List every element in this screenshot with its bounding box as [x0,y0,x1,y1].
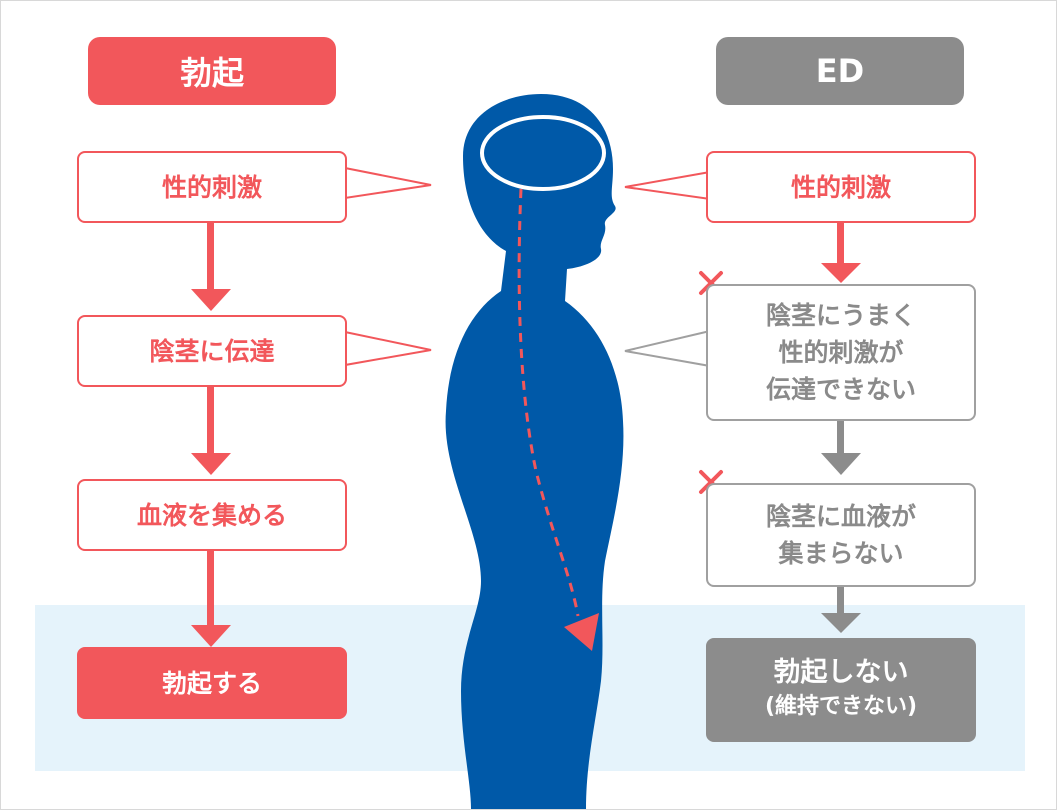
right-step-no-blood: 陰茎に血液が 集まらない [706,483,976,587]
left-result: 勃起する [77,647,347,719]
ed-header: ED [716,37,964,105]
left-step-blood: 血液を集める [77,479,347,551]
left-step-transmission: 陰茎に伝達 [77,315,347,387]
right-tail-1 [624,170,711,201]
right-result: 勃起しない (維持できない) [706,638,976,742]
nerve-path [517,188,580,617]
right-result-main: 勃起しない [773,657,909,688]
brain-outline [480,115,606,191]
erection-header: 勃起 [88,37,336,105]
right-step-no-transmission: 陰茎にうまく 性的刺激が 伝達できない [706,284,976,421]
left-tail-1 [344,166,432,200]
left-tail-2 [344,330,432,367]
right-tail-2 [624,329,711,368]
left-arrows [191,223,231,647]
right-result-sub: (維持できない) [764,694,918,719]
nerve-path-arrow [564,613,599,651]
left-step-stimulus: 性的刺激 [77,151,347,223]
human-silhouette [445,94,624,809]
right-step-stimulus: 性的刺激 [706,151,976,223]
